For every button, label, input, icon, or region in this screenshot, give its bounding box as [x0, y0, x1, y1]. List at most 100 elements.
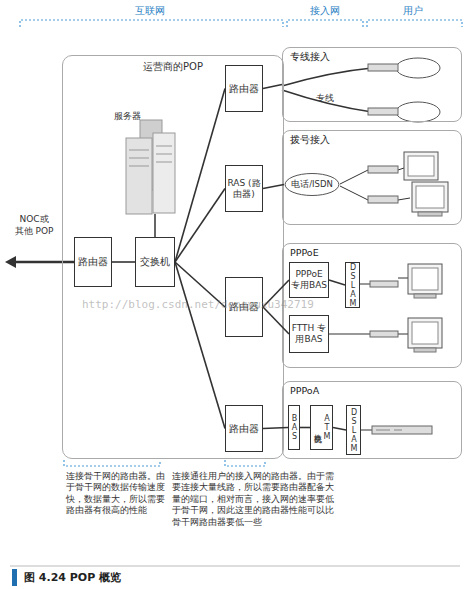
wire: [398, 278, 408, 279]
node-text: 路由器: [229, 423, 259, 435]
monitor-screen: [412, 268, 438, 290]
monitor-base: [414, 348, 436, 352]
node-text: RAS (路由器): [226, 178, 262, 200]
access-panel: 拨号接入电话/ISDN: [282, 130, 462, 225]
wire: [398, 198, 410, 200]
label-text: 互联网: [120, 4, 180, 18]
monitor-screen: [416, 186, 444, 208]
node-text: 交换机 ATM: [312, 414, 332, 442]
bracket: [287, 20, 363, 27]
monitor: [404, 152, 438, 180]
monitor-screen: [412, 322, 438, 344]
node-text: DSLAM: [349, 408, 359, 453]
label-text: 专线: [316, 92, 334, 105]
monitor-frame: [408, 264, 442, 294]
node-text: 拨号接入: [290, 134, 330, 147]
leased-line: [282, 68, 372, 86]
bracket: [225, 460, 265, 466]
connector-line: [333, 428, 346, 431]
monitor-base: [418, 212, 442, 216]
monitor-screen: [408, 156, 434, 176]
monitor-base: [414, 294, 436, 298]
leased-lines: [282, 68, 372, 112]
server-illustration: [126, 120, 175, 237]
server-tower: [153, 133, 175, 213]
monitor: [408, 318, 442, 352]
bas-box: BAS: [288, 405, 300, 450]
wire: [360, 284, 370, 285]
bracket: [64, 460, 160, 466]
wire: [340, 170, 368, 184]
bas-box: PPPoE 专用BAS: [289, 262, 329, 298]
ellipse-shape: [285, 174, 339, 196]
connector-line: [263, 307, 289, 334]
node-text: PPPoE 专用BAS: [290, 269, 328, 291]
ras-box: RAS (路由器): [225, 165, 263, 212]
bracket: [367, 20, 462, 27]
label-text: 服务器: [114, 110, 141, 123]
node-text: 专线接入: [290, 51, 330, 64]
connector-line: [263, 85, 282, 89]
switch-box: 交换机: [135, 237, 175, 287]
pop-group: 运营商的POP路由器RAS (路由器)路由器交换机路由器路由器: [62, 55, 284, 459]
user-site: [396, 102, 440, 122]
label-text: 用户: [393, 4, 433, 18]
connector-line: [300, 427, 310, 429]
phone-network: 电话/ISDN: [284, 172, 340, 197]
label-text: 接入网: [300, 4, 350, 18]
user-device: [368, 108, 398, 115]
monitor: [408, 264, 442, 298]
server-tower: [126, 138, 152, 214]
wire: [398, 334, 408, 335]
monitor-frame: [404, 152, 438, 180]
caption-text: 图 4.24 POP 概览: [24, 570, 121, 585]
server-detail: [129, 146, 172, 166]
server-link: [154, 214, 156, 237]
connector-line: [175, 89, 225, 263]
modem: [368, 166, 398, 173]
user-device: [368, 64, 398, 71]
connector-line: [175, 189, 225, 263]
node-text: 路由器: [78, 256, 108, 268]
modem: [370, 281, 398, 287]
node-text: 路由器: [229, 83, 259, 95]
device-detail: [376, 430, 402, 431]
monitor-frame: [412, 182, 448, 212]
node-text: DSLAM: [348, 263, 358, 308]
arrow-line: [14, 261, 74, 264]
note-text: 连接骨干网的路由器。由于骨干网的数据传输速度快，数据量大，所以需要路由器有很高的…: [66, 471, 166, 517]
monitor-frame: [408, 318, 442, 348]
router-box: 路由器: [225, 405, 263, 452]
wire: [329, 334, 370, 335]
label-text: NOC或 其他 POP: [14, 214, 54, 237]
arrow-head: [5, 256, 16, 268]
caption-rule: [10, 566, 460, 567]
node-text: 电话/ISDN: [291, 179, 333, 191]
modem: [368, 196, 398, 203]
atm-switch-box: 交换机 ATM: [310, 405, 333, 450]
wire: [398, 168, 404, 170]
adsl-device: [372, 426, 432, 434]
bas-box: FTTH 专用BAS: [289, 315, 329, 353]
connector-line: [329, 280, 345, 285]
bracket: [20, 20, 283, 27]
note-text: 连接通往用户的接入网的路由器。由于需要连接大量线路，所以需要路由器配备大量的端口…: [172, 471, 337, 528]
access-panel: 专线接入: [282, 47, 462, 122]
user-site: [396, 58, 440, 78]
access-panel: PPPoABAS交换机 ATMDSLAM: [282, 381, 462, 459]
uplink-arrow: [5, 256, 74, 268]
node-text: FTTH 专用BAS: [290, 323, 328, 345]
leased-line: [282, 90, 372, 112]
dslam-box: DSLAM: [346, 405, 361, 455]
node-text: 交换机: [140, 256, 170, 268]
connector-line: [263, 185, 284, 189]
monitor: [412, 182, 448, 216]
onu: [370, 331, 398, 337]
router-box: 路由器: [74, 237, 112, 287]
pppoe-lines: [329, 278, 408, 430]
dslam-box: DSLAM: [345, 262, 360, 308]
caption-bar: [12, 569, 17, 586]
connector-line: [175, 262, 225, 429]
connector-line: [112, 261, 135, 263]
